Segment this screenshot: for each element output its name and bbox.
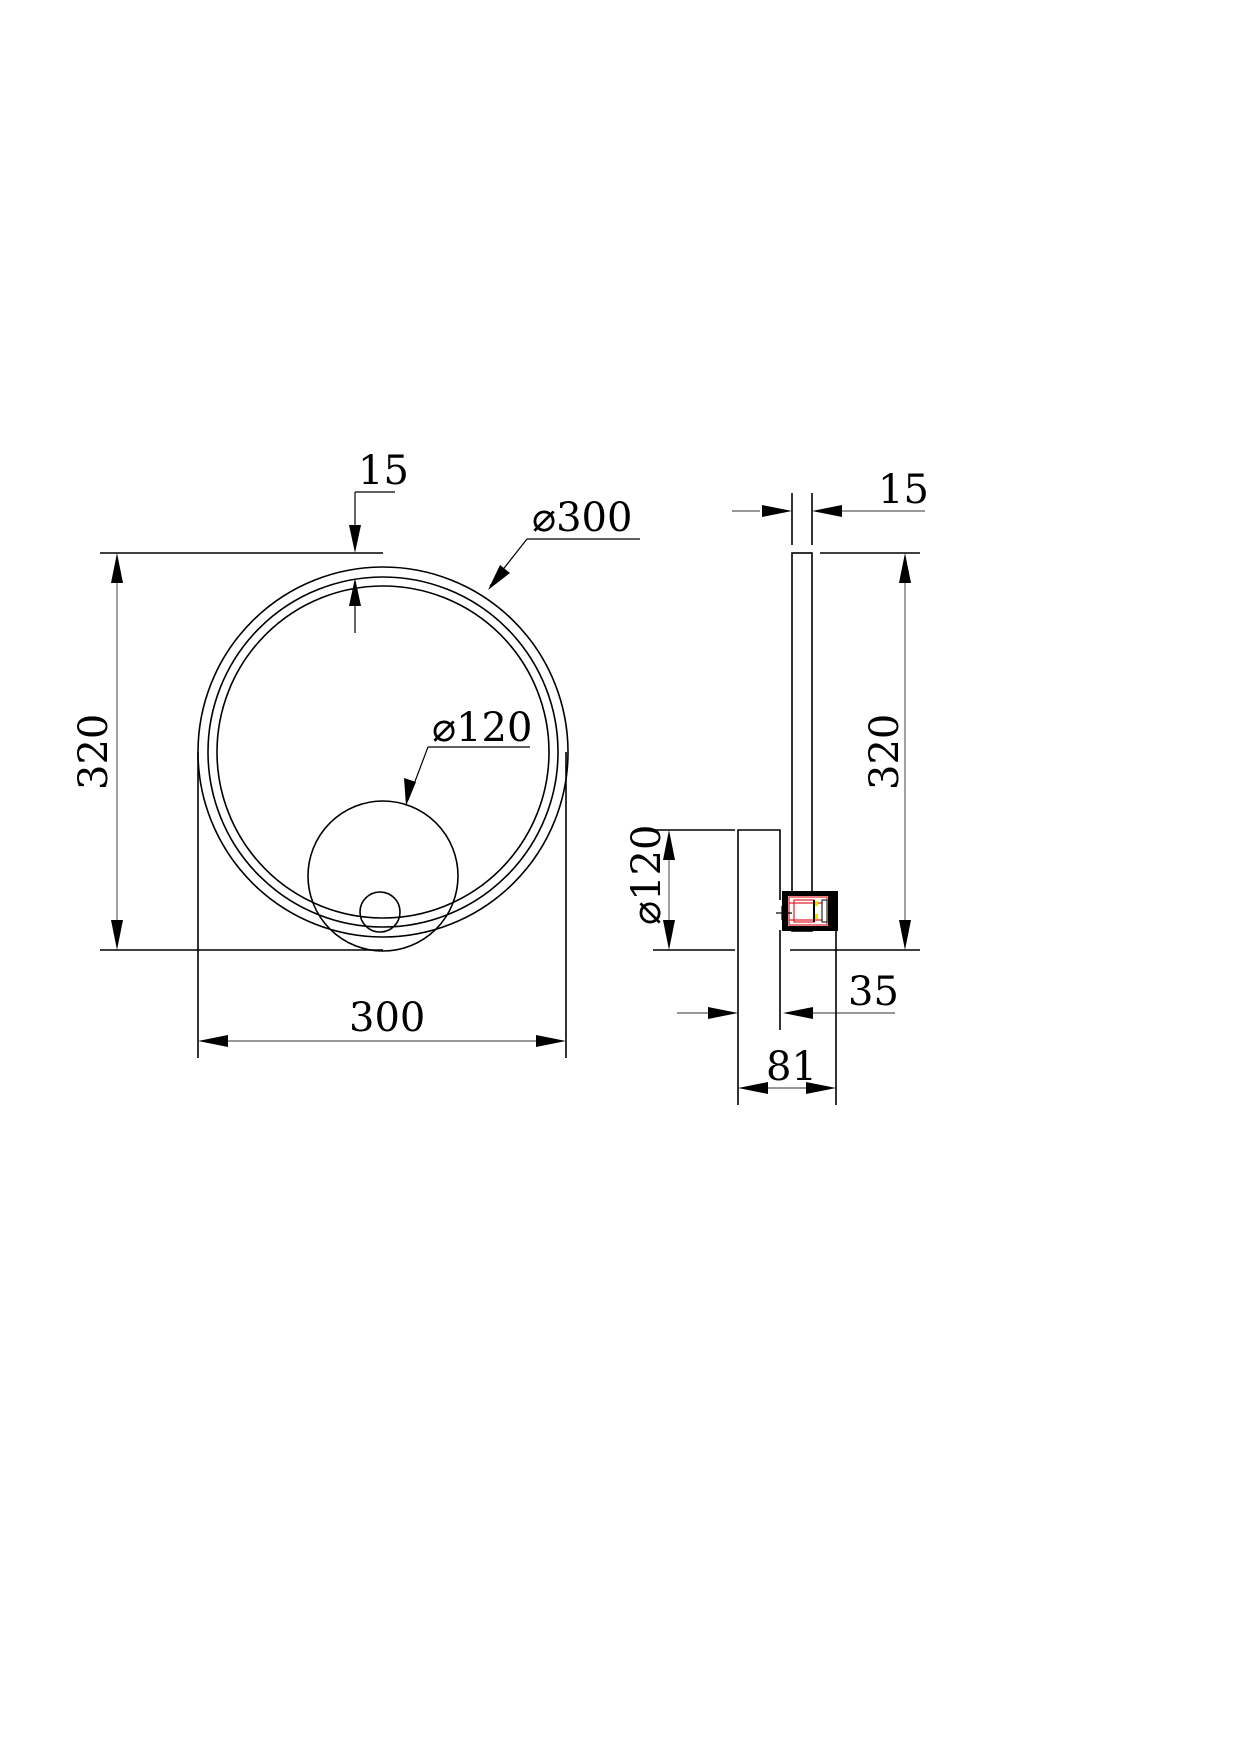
ring-inner bbox=[216, 585, 550, 919]
side-height-label: 320 bbox=[862, 714, 908, 790]
side-canopy-diameter-label: ⌀120 bbox=[624, 825, 670, 925]
front-ring-diameter-label: ⌀300 bbox=[532, 495, 632, 541]
ring-outer bbox=[197, 566, 569, 938]
front-canopy-diameter-label: ⌀120 bbox=[432, 705, 532, 751]
side-view: 15 320 ⌀120 35 bbox=[624, 467, 929, 1105]
canopy-circle bbox=[307, 800, 459, 952]
front-width-label: 300 bbox=[349, 995, 425, 1041]
front-height-label: 320 bbox=[71, 714, 117, 790]
ring-middle bbox=[207, 576, 559, 928]
front-thickness-label: 15 bbox=[358, 448, 409, 494]
ring-bar-side bbox=[791, 552, 813, 932]
side-offset-label: 35 bbox=[848, 969, 899, 1015]
side-depth-label: 81 bbox=[766, 1044, 817, 1090]
canopy-side bbox=[737, 829, 781, 1105]
connector-circle bbox=[359, 891, 401, 933]
front-view: 320 300 15 ⌀300 ⌀120 bbox=[71, 448, 640, 1058]
side-thickness-label: 15 bbox=[878, 467, 929, 513]
